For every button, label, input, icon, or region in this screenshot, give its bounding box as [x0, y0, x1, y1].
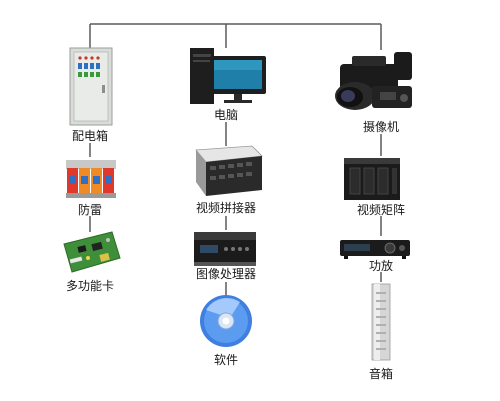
label-distribution-cabinet: 配电箱 [72, 128, 108, 143]
software-disc-icon [200, 295, 252, 347]
amplifier-icon [340, 240, 410, 259]
surge-protector-icon [66, 160, 116, 198]
video-matrix-icon [344, 158, 400, 200]
label-surge-protector: 防雷 [78, 202, 102, 217]
connection-lines [89, 23, 382, 296]
label-video-splicer: 视频拼接器 [196, 200, 256, 215]
column-speaker-icon [371, 283, 391, 361]
computer-icon [190, 48, 266, 104]
video-splicer-icon [195, 145, 263, 196]
label-computer: 电脑 [214, 108, 238, 122]
image-processor-icon [194, 232, 256, 266]
label-video-matrix: 视频矩阵 [357, 202, 405, 217]
label-amplifier: 功放 [369, 258, 393, 273]
distribution-cabinet-icon [69, 47, 113, 126]
camcorder-icon [335, 52, 412, 110]
label-camcorder: 摄像机 [363, 119, 399, 134]
label-image-processor: 图像处理器 [196, 267, 256, 281]
label-column-speaker: 音箱 [369, 366, 393, 381]
label-multifunction-card: 多功能卡 [66, 279, 114, 293]
label-software: 软件 [214, 353, 238, 367]
multifunction-card-icon [63, 231, 121, 273]
